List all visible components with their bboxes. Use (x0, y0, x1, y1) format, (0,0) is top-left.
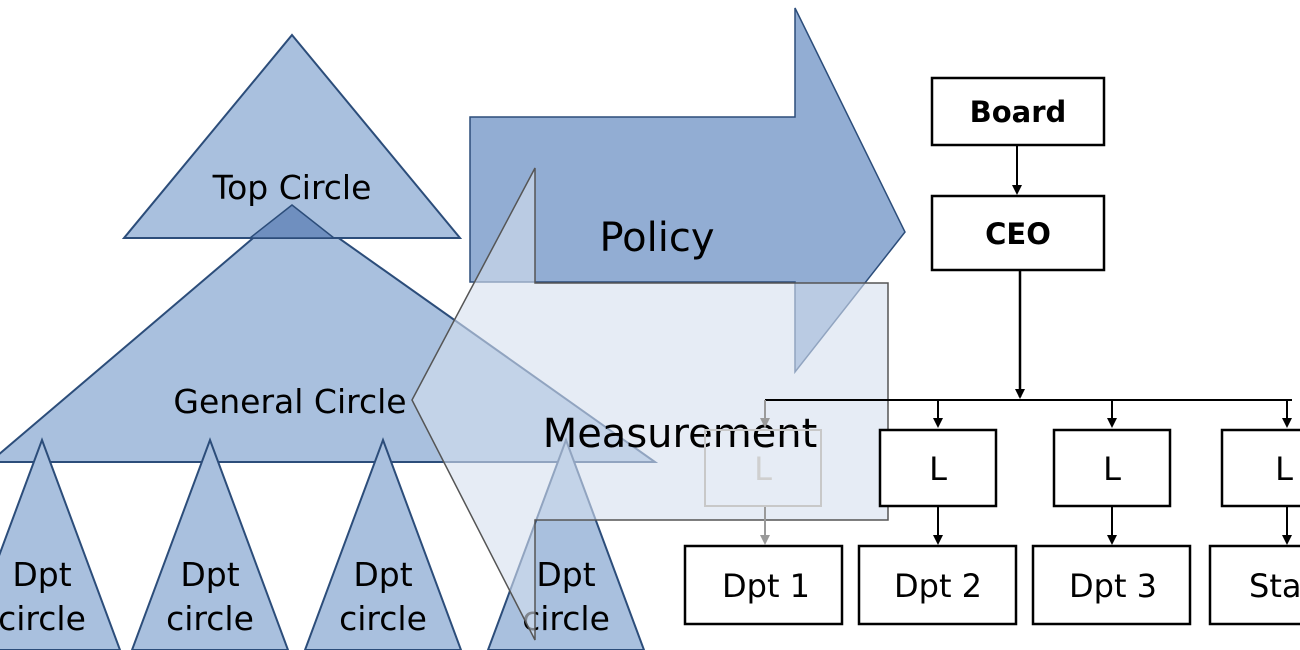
top-circle-label: Top Circle (212, 168, 372, 207)
dept-box-3-label: Dpt 3 (1069, 567, 1157, 605)
dept-circle-label-line2: circle (0, 599, 86, 638)
dept-circle-triangle (303, 437, 463, 650)
general-circle-label: General Circle (173, 382, 406, 421)
measurement-arrow: Measurement (411, 167, 889, 641)
line-box-4-label: L (1275, 450, 1293, 488)
dept-box-2 (857, 544, 1018, 626)
line-box-4 (1220, 428, 1300, 508)
line-box-1-label: L (754, 450, 772, 488)
top-general-overlap (247, 204, 337, 239)
dept-circle-label-line1: Dpt (536, 555, 595, 594)
org-chart: Board CEO L L L L Dpt 1 Dpt 2 Dpt 3 Sta (683, 76, 1300, 626)
dept-circle-1: Dpt circle (0, 437, 122, 650)
dept-box-4-label: Sta (1249, 567, 1300, 605)
dept-circle-triangle (130, 437, 290, 650)
line-box-3 (1052, 428, 1172, 508)
line-box-2-label: L (929, 450, 947, 488)
dept-circle-label-line1: Dpt (180, 555, 239, 594)
line-box-2 (878, 428, 998, 508)
policy-arrow-label: Policy (599, 215, 714, 261)
line-box-3-label: L (1103, 450, 1121, 488)
dept-circle-label-line2: circle (166, 599, 254, 638)
measurement-arrow-shape (411, 167, 889, 641)
dept-circle-3: Dpt circle (303, 437, 463, 650)
board-label: Board (970, 95, 1067, 129)
measurement-arrow-label: Measurement (543, 411, 818, 457)
dept-box-4 (1208, 544, 1300, 626)
dept-circle-2: Dpt circle (130, 437, 290, 650)
dept-box-1-label: Dpt 1 (722, 567, 810, 605)
dept-box-3 (1031, 544, 1192, 626)
board-box (930, 76, 1106, 147)
ceo-box (930, 194, 1106, 272)
dept-box-1 (683, 544, 844, 626)
ceo-label: CEO (985, 217, 1051, 251)
dept-circle-label-line2: circle (339, 599, 427, 638)
dept-circle-label-line1: Dpt (12, 555, 71, 594)
dept-circle-label-line1: Dpt (353, 555, 412, 594)
dept-circle-label-line2: circle (522, 599, 610, 638)
dept-box-2-label: Dpt 2 (894, 567, 982, 605)
line-box-1 (704, 429, 822, 507)
dept-circle-triangle (0, 437, 122, 650)
